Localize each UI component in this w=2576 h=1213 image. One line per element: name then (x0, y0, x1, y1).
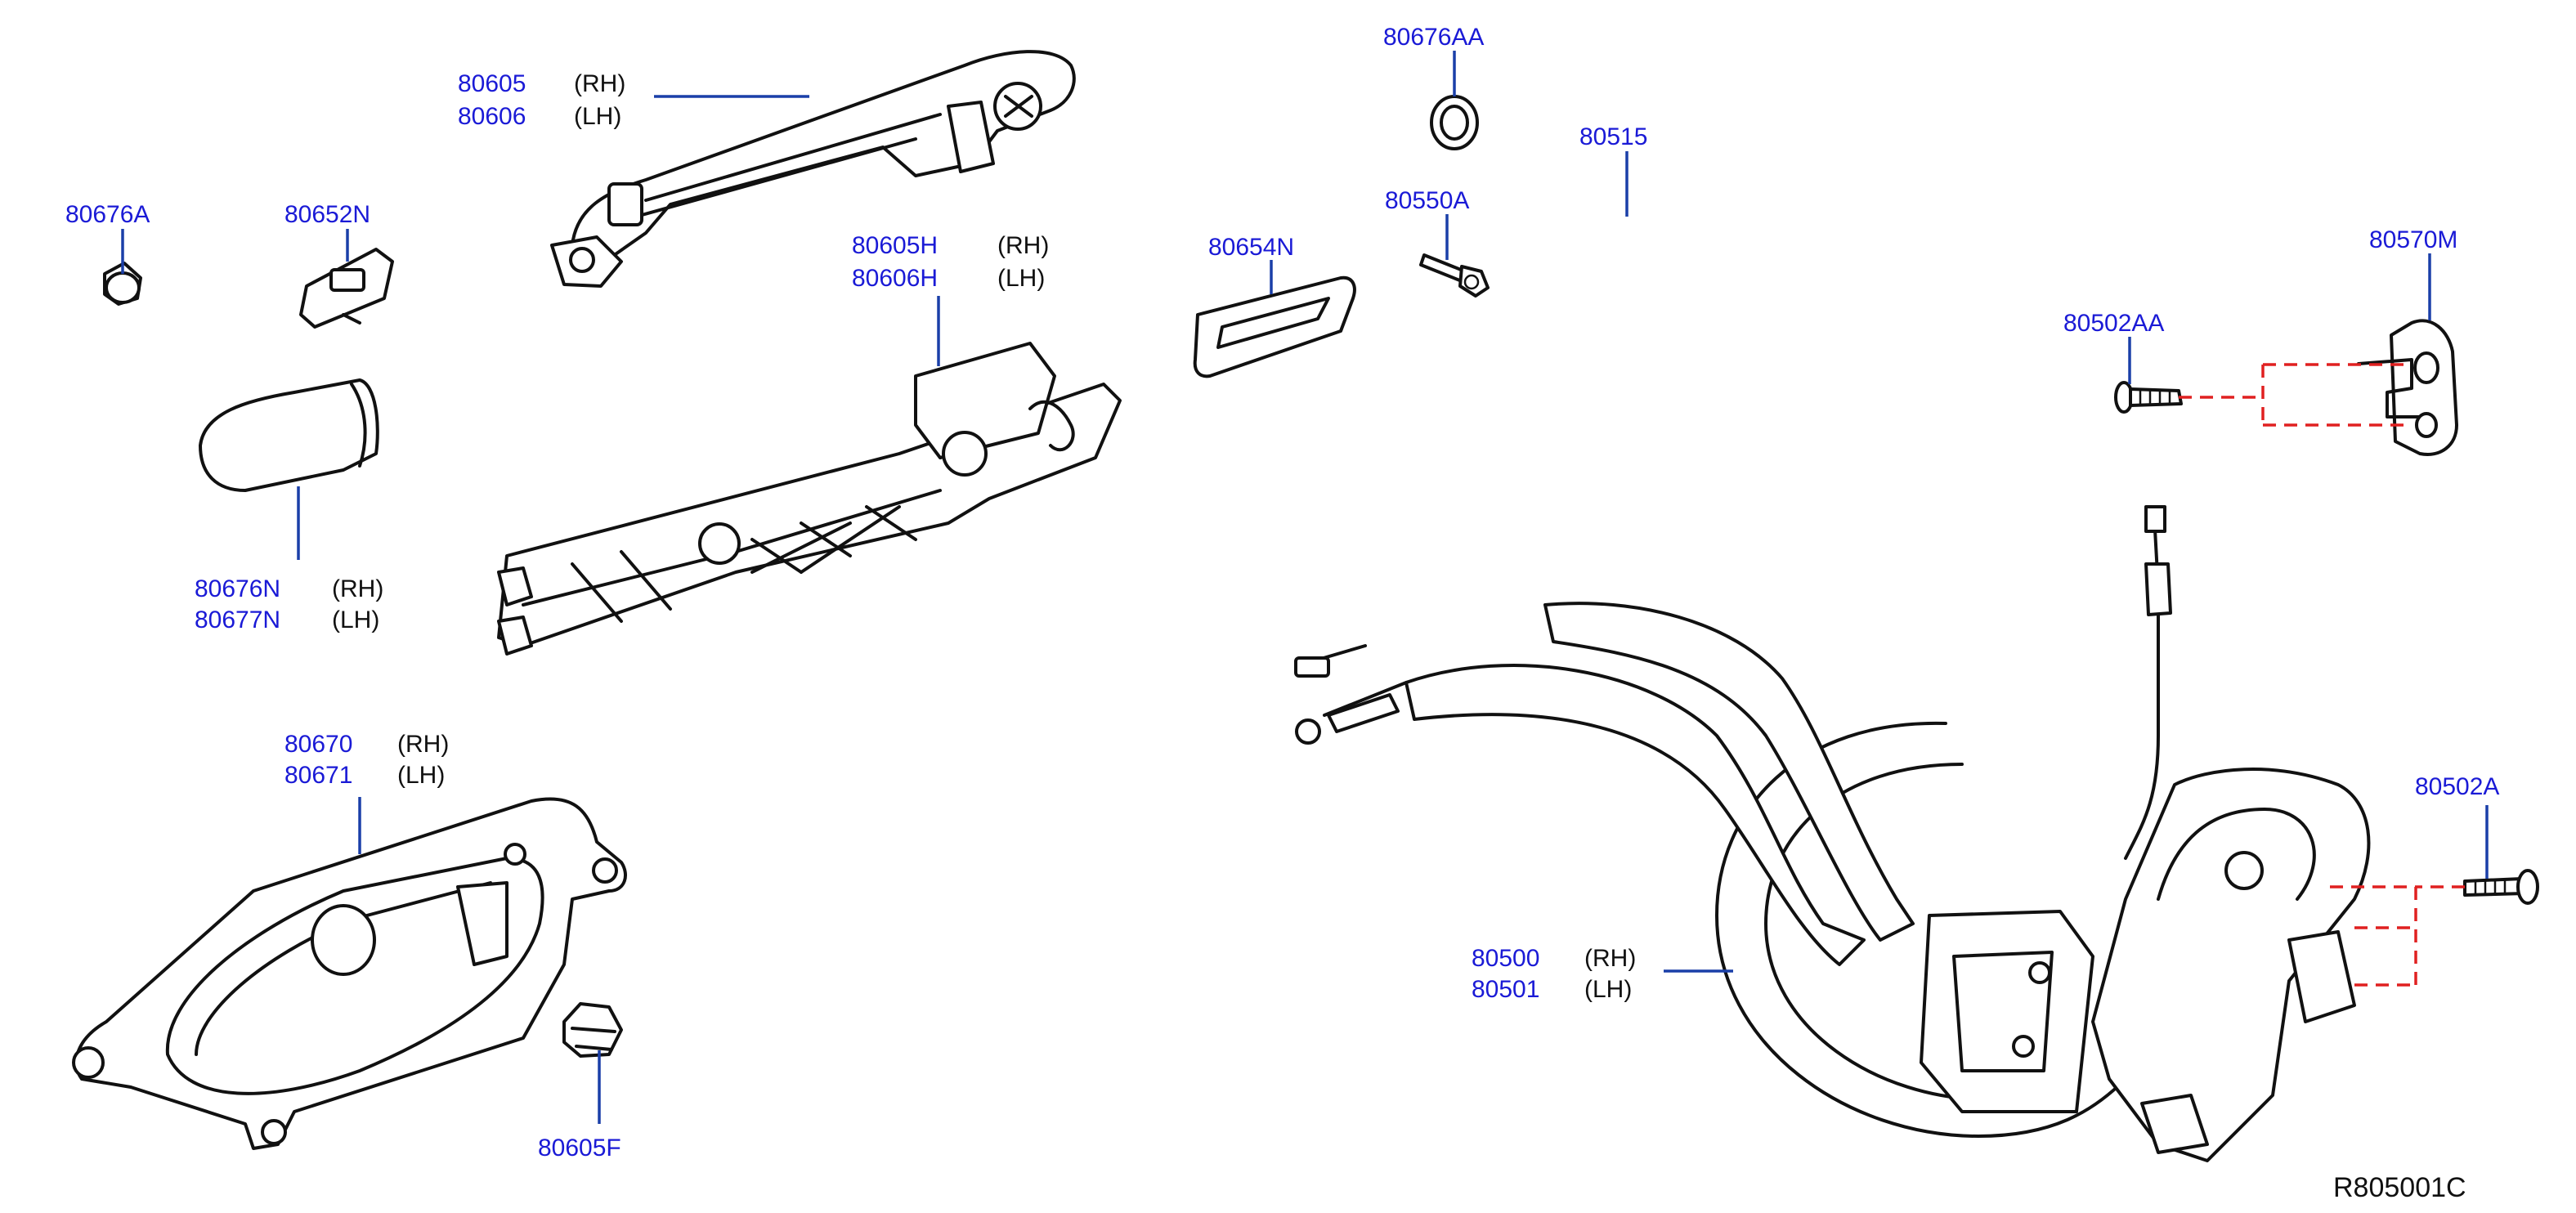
escutcheon-cap-80676n (199, 378, 379, 492)
gasket-80652n (299, 248, 394, 329)
handle-bracket-80605h (497, 342, 1122, 656)
part-number: 80606H (852, 265, 938, 292)
part-number: 80670 (284, 731, 352, 758)
callout-80550a: 80550A (1385, 187, 1469, 214)
screw-80502aa (2114, 381, 2183, 414)
side-designation: (LH) (997, 265, 1045, 292)
side-designation: (LH) (397, 762, 445, 789)
part-number: 80605 (458, 70, 526, 97)
side-designation: (LH) (1584, 976, 1632, 1003)
side-designation: (LH) (574, 103, 621, 130)
side-designation: (RH) (397, 731, 449, 758)
callout-80570m: 80570M (2369, 226, 2457, 253)
callout-80654n: 80654N (1208, 234, 1294, 261)
bolt-80550a (1419, 253, 1490, 298)
side-designation: (RH) (1584, 945, 1636, 972)
part-number: 80671 (284, 762, 352, 789)
callout-80502aa: 80502AA (2063, 310, 2164, 337)
callout-80605h-80606h: 80605H (RH) 80606H (LH) (852, 232, 1049, 292)
gasket-80654n (1193, 275, 1356, 378)
callout-80652n: 80652N (284, 201, 370, 228)
grommet-80676aa (1430, 95, 1479, 150)
part-number: 80676N (195, 575, 280, 602)
rod-80515 (1456, 216, 1630, 530)
callout-80500-80501: 80500 (RH) 80501 (LH) (1472, 945, 1636, 1003)
leader-lines (121, 51, 2489, 1124)
side-designation: (RH) (997, 232, 1049, 259)
screw-80502a (2463, 869, 2539, 905)
door-latch-assembly (1294, 505, 2371, 1162)
latch-mounting-bracket (2330, 885, 2465, 987)
inside-door-handle (72, 797, 627, 1150)
callout-80676aa: 80676AA (1383, 24, 1484, 51)
callout-80605-80606: 80605 (RH) 80606 (LH) (458, 70, 625, 130)
side-designation: (RH) (332, 575, 383, 602)
callout-80676a: 80676A (65, 201, 150, 228)
part-number: 80677N (195, 606, 280, 633)
part-number: 80501 (1472, 976, 1539, 1003)
clip-80605f (562, 1002, 623, 1058)
callout-80676n-80677n: 80676N (RH) 80677N (LH) (195, 575, 383, 633)
bushing-80676a (103, 262, 142, 306)
striker-80570m (2357, 319, 2458, 456)
outside-door-handle (550, 50, 1076, 288)
callout-80605f: 80605F (538, 1135, 621, 1162)
part-number: 80500 (1472, 945, 1539, 972)
striker-mounting-bracket (2179, 363, 2412, 427)
callout-80502a: 80502A (2415, 773, 2499, 800)
part-number: 80606 (458, 103, 526, 130)
side-designation: (LH) (332, 606, 379, 633)
side-designation: (RH) (574, 70, 625, 97)
callout-80670-80671: 80670 (RH) 80671 (LH) (284, 731, 449, 789)
callout-80515: 80515 (1579, 123, 1647, 150)
part-number: 80605H (852, 232, 938, 259)
diagram-reference-code: R805001C (2333, 1172, 2466, 1203)
